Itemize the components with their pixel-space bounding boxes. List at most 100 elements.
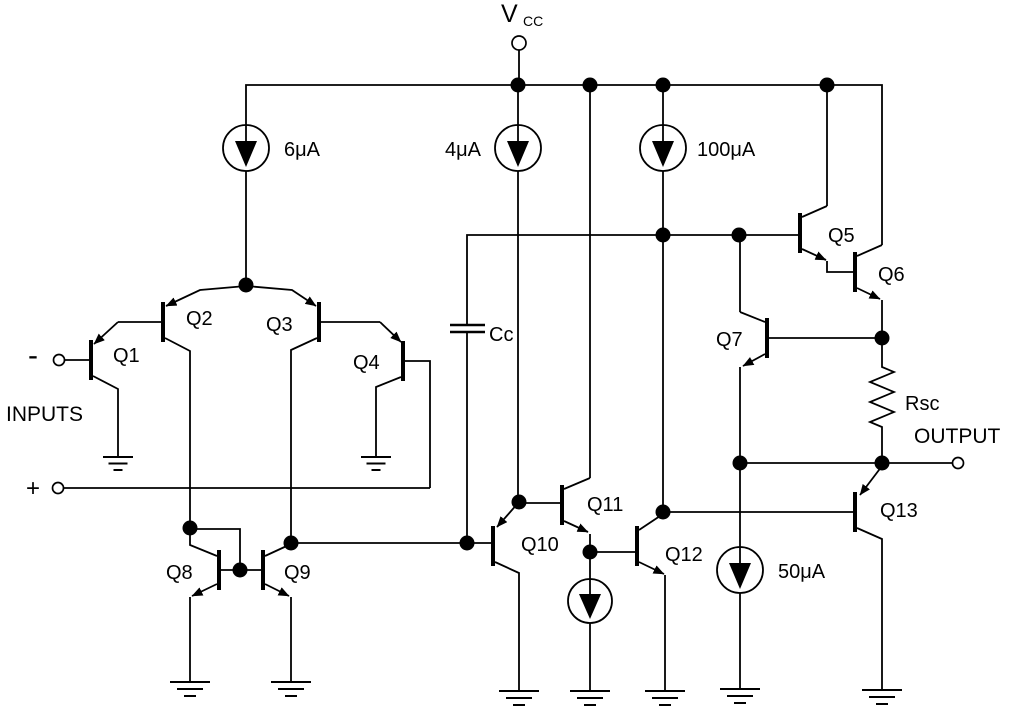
output-label: OUTPUT — [914, 425, 1001, 448]
wire — [494, 561, 520, 690]
transistor-q3: Q3 — [245, 285, 380, 543]
emitter-arrow — [93, 321, 119, 345]
label-q3: Q3 — [266, 314, 293, 336]
vcc-label: V — [501, 0, 518, 28]
emitter-arrow — [856, 287, 881, 300]
inputs-label: INPUTS — [6, 403, 83, 426]
wire — [245, 84, 883, 245]
label-q7: Q7 — [716, 329, 743, 351]
ground-icon — [103, 456, 133, 471]
junction-dot — [731, 227, 747, 243]
junction-dot — [511, 494, 527, 510]
minus-sign: - — [28, 339, 38, 372]
junction-dot — [232, 562, 248, 578]
current-label-100uA: 100μA — [697, 139, 756, 161]
current-source-6uA: 6μA — [222, 124, 321, 286]
ground-icon — [645, 690, 685, 706]
emitter-arrow — [165, 285, 247, 307]
label-q4: Q4 — [353, 352, 380, 374]
wire — [92, 375, 119, 456]
emitter-arrow — [859, 465, 883, 496]
inverting-input-terminal — [52, 353, 66, 367]
wire — [563, 477, 591, 490]
current-label-4uA: 4μA — [445, 139, 482, 161]
junction-dot — [582, 544, 598, 560]
arrow-down-icon — [652, 141, 674, 167]
junction-dot — [238, 277, 254, 293]
output-node: OUTPUT — [740, 425, 1001, 470]
emitter-arrow — [191, 583, 218, 597]
vcc-label-sub: CC — [523, 13, 543, 29]
label-q5: Q5 — [828, 225, 855, 247]
ground-icon — [271, 681, 311, 697]
emitter-arrow — [801, 248, 827, 261]
junction-dot — [182, 520, 198, 536]
arrow-down-icon — [579, 594, 601, 619]
arrow-down-icon — [235, 141, 257, 167]
junction-dot — [582, 77, 598, 93]
ground-icon — [720, 688, 760, 704]
wire — [856, 244, 883, 257]
junction-dot — [819, 77, 835, 93]
ground-icon — [499, 690, 539, 706]
transistor-q10: Q10 — [491, 501, 559, 690]
junction-dot — [655, 504, 671, 520]
wire — [826, 261, 853, 273]
ground-icon — [862, 689, 902, 705]
label-rsc: Rsc — [905, 393, 939, 415]
label-q12: Q12 — [665, 544, 703, 566]
resistor-icon — [867, 338, 897, 463]
plus-sign: + — [26, 475, 40, 502]
wire — [466, 234, 798, 325]
transistor-q11: Q11 — [519, 85, 623, 690]
output-terminal — [951, 456, 965, 470]
junction-dot — [655, 227, 671, 243]
transistor-q2: Q2 — [161, 285, 247, 528]
wire — [405, 360, 431, 488]
junction-dot — [283, 535, 299, 551]
label-q10: Q10 — [521, 534, 559, 556]
vcc-terminal — [511, 35, 527, 51]
transistor-q4: Q4 — [353, 321, 431, 488]
label-cc: Cc — [489, 324, 513, 346]
noninverting-input: + — [26, 475, 430, 502]
wire — [164, 337, 191, 528]
noninverting-input-terminal — [51, 481, 65, 495]
junction-dots — [182, 77, 890, 578]
emitter-arrow — [264, 583, 290, 597]
short-circuit-resistor: Rsc — [867, 338, 939, 463]
junction-dot — [732, 455, 748, 471]
junction-dot — [459, 535, 475, 551]
label-q8: Q8 — [166, 562, 193, 584]
label-q2: Q2 — [186, 308, 213, 330]
current-label-6uA: 6μA — [284, 139, 321, 161]
junction-dot — [655, 77, 671, 93]
emitter-arrow — [563, 520, 589, 533]
arrow-down-icon — [729, 563, 751, 589]
wire — [856, 527, 883, 690]
arrow-down-icon — [507, 141, 529, 167]
junction-dot — [510, 77, 526, 93]
label-q13: Q13 — [880, 500, 918, 522]
transistor-q12: Q12 — [590, 513, 703, 690]
current-label-50uA: 50μA — [778, 561, 826, 583]
compensation-node: Cc — [450, 234, 798, 543]
wire — [190, 528, 241, 570]
transistor-q8: Q8 — [166, 528, 261, 681]
ground-icon — [361, 456, 391, 471]
current-source-unlabeled — [567, 578, 613, 624]
wire — [801, 205, 828, 218]
junction-dot — [874, 455, 890, 471]
emitter-arrow — [638, 561, 665, 575]
emitter-arrow — [245, 285, 317, 307]
emitter-arrow — [379, 321, 402, 343]
ground-icon — [570, 690, 610, 706]
junction-dot — [874, 330, 890, 346]
inverting-input: - — [28, 339, 66, 372]
transistor-q13: Q13 — [663, 465, 918, 690]
current-source-100uA: 100μA — [639, 85, 756, 512]
wire — [739, 311, 766, 323]
transistor-q1: Q1 — [65, 321, 161, 456]
transistor-q5: Q5 — [798, 85, 855, 273]
